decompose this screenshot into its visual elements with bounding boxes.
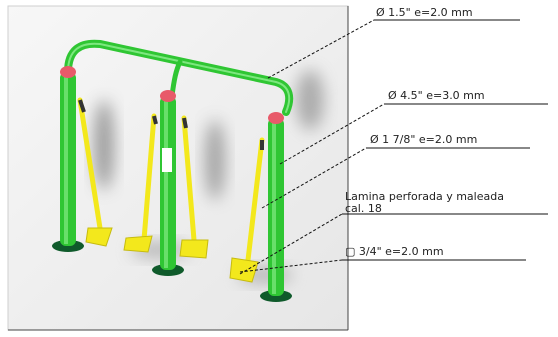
callout-main-post: Ø 4.5" e=3.0 mm [279, 89, 548, 165]
callout-square-tube: ▢ 3/4" e=2.0 mm [239, 245, 526, 273]
callout-swing-arm: Ø 1 7/8" e=2.0 mm [261, 133, 530, 209]
callout-footplate-text-1: Lamina perforada y maleada [345, 190, 504, 203]
post-center [152, 90, 184, 276]
swing-arm-center-left [123, 113, 158, 253]
callout-footplate: Lamina perforada y maleada cal. 18 [239, 190, 548, 275]
callout-top-bar: Ø 1.5" e=2.0 mm [267, 6, 520, 79]
callout-footplate-text-2: cal. 18 [345, 202, 382, 215]
swing-arm-left [77, 97, 113, 247]
callout-swing-arm-text: Ø 1 7/8" e=2.0 mm [370, 133, 477, 146]
swing-arm-center-right [179, 115, 209, 259]
callout-main-post-text: Ø 4.5" e=3.0 mm [388, 89, 485, 102]
render-panel [7, 5, 349, 331]
callout-square-tube-text: ▢ 3/4" e=2.0 mm [345, 245, 444, 258]
post-right [260, 112, 292, 302]
post-left [52, 66, 84, 252]
swing-arm-right [229, 137, 265, 283]
callout-top-bar-text: Ø 1.5" e=2.0 mm [376, 6, 473, 19]
